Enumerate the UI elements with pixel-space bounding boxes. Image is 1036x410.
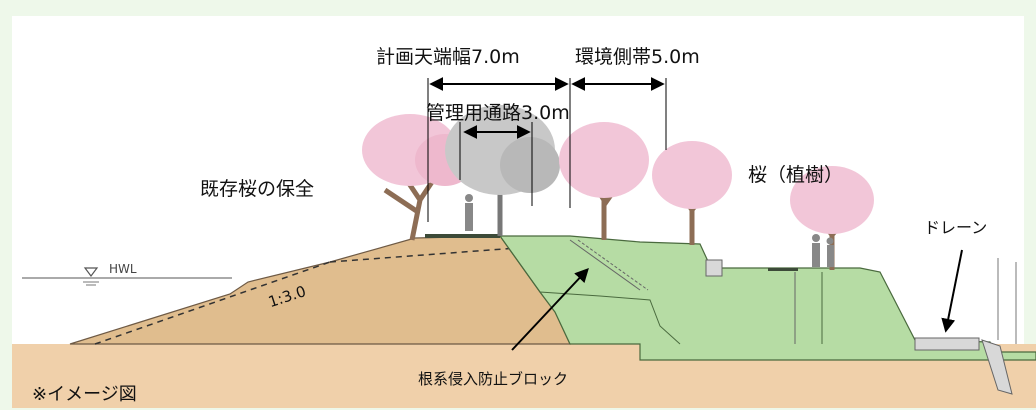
cherry-tree [652,141,732,245]
levee-inner-line [499,235,681,345]
image-note: ※イメージ図 [32,384,137,405]
root-block-pointer-arrow [511,267,589,351]
road-structure [981,339,1013,395]
cherry-tree [790,166,874,270]
new-levee [498,235,1036,361]
drain-label: ドレーン [924,218,988,237]
person-silhouette [465,194,473,231]
walkway [768,268,798,271]
crest-road [425,234,500,238]
slope-line [94,261,331,345]
retaining-wall [705,259,723,277]
existing-cherry-label: 既存桜の保全 [200,178,315,200]
drain-block [914,337,980,351]
people-silhouette [812,234,834,267]
cherry-tree [559,122,649,240]
crest-width-label: 計画天端幅7.0m [376,46,520,68]
root-block-line [569,239,641,291]
root-block-line [577,239,649,291]
drain-pointer-arrow [941,249,963,333]
hwl-triangle-icon [83,267,99,277]
env-strip-label: 環境側帯5.0m [575,46,700,68]
root-block-label: 根系侵入防止ブロック [418,370,569,388]
mgmt-road-label: 管理用通路3.0m [426,102,570,124]
foundation-ground [12,344,640,408]
cherry-planting-label: 桜（植樹） [748,164,844,186]
hwl-label: HWL [109,262,137,276]
